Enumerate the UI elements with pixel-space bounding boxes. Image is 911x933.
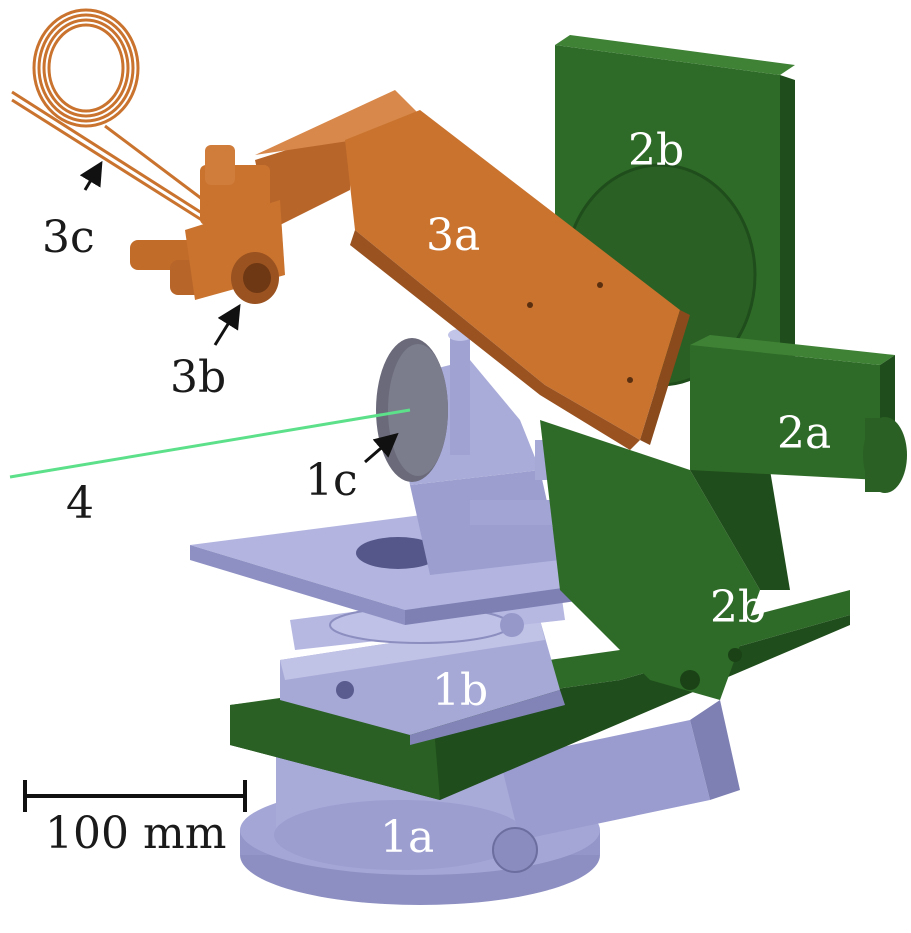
- label-2b-top: 2b: [628, 125, 684, 176]
- label-1b: 1b: [432, 665, 488, 716]
- label-scale: 100 mm: [45, 808, 226, 859]
- collimator-mount-3b: [130, 145, 285, 304]
- rotation-drive-2a: [690, 335, 907, 493]
- laser-beam-4: [9, 408, 411, 479]
- label-2a: 2a: [777, 408, 831, 459]
- label-3c: 3c: [42, 212, 95, 263]
- label-3b: 3b: [170, 352, 226, 403]
- label-4: 4: [66, 478, 94, 529]
- sample-mount-1c: [376, 329, 624, 575]
- label-1c: 1c: [305, 455, 358, 506]
- orange-arm-3a: [255, 90, 690, 450]
- label-1a: 1a: [380, 812, 434, 863]
- label-3a: 3a: [426, 210, 480, 261]
- arrow-icon: [213, 303, 241, 346]
- scale-bar: [23, 780, 247, 812]
- fiber-coil-3c: [11, 8, 211, 224]
- arrow-icon: [79, 160, 103, 191]
- label-2b-mid: 2b: [710, 582, 766, 633]
- arrow-icon: [364, 432, 399, 464]
